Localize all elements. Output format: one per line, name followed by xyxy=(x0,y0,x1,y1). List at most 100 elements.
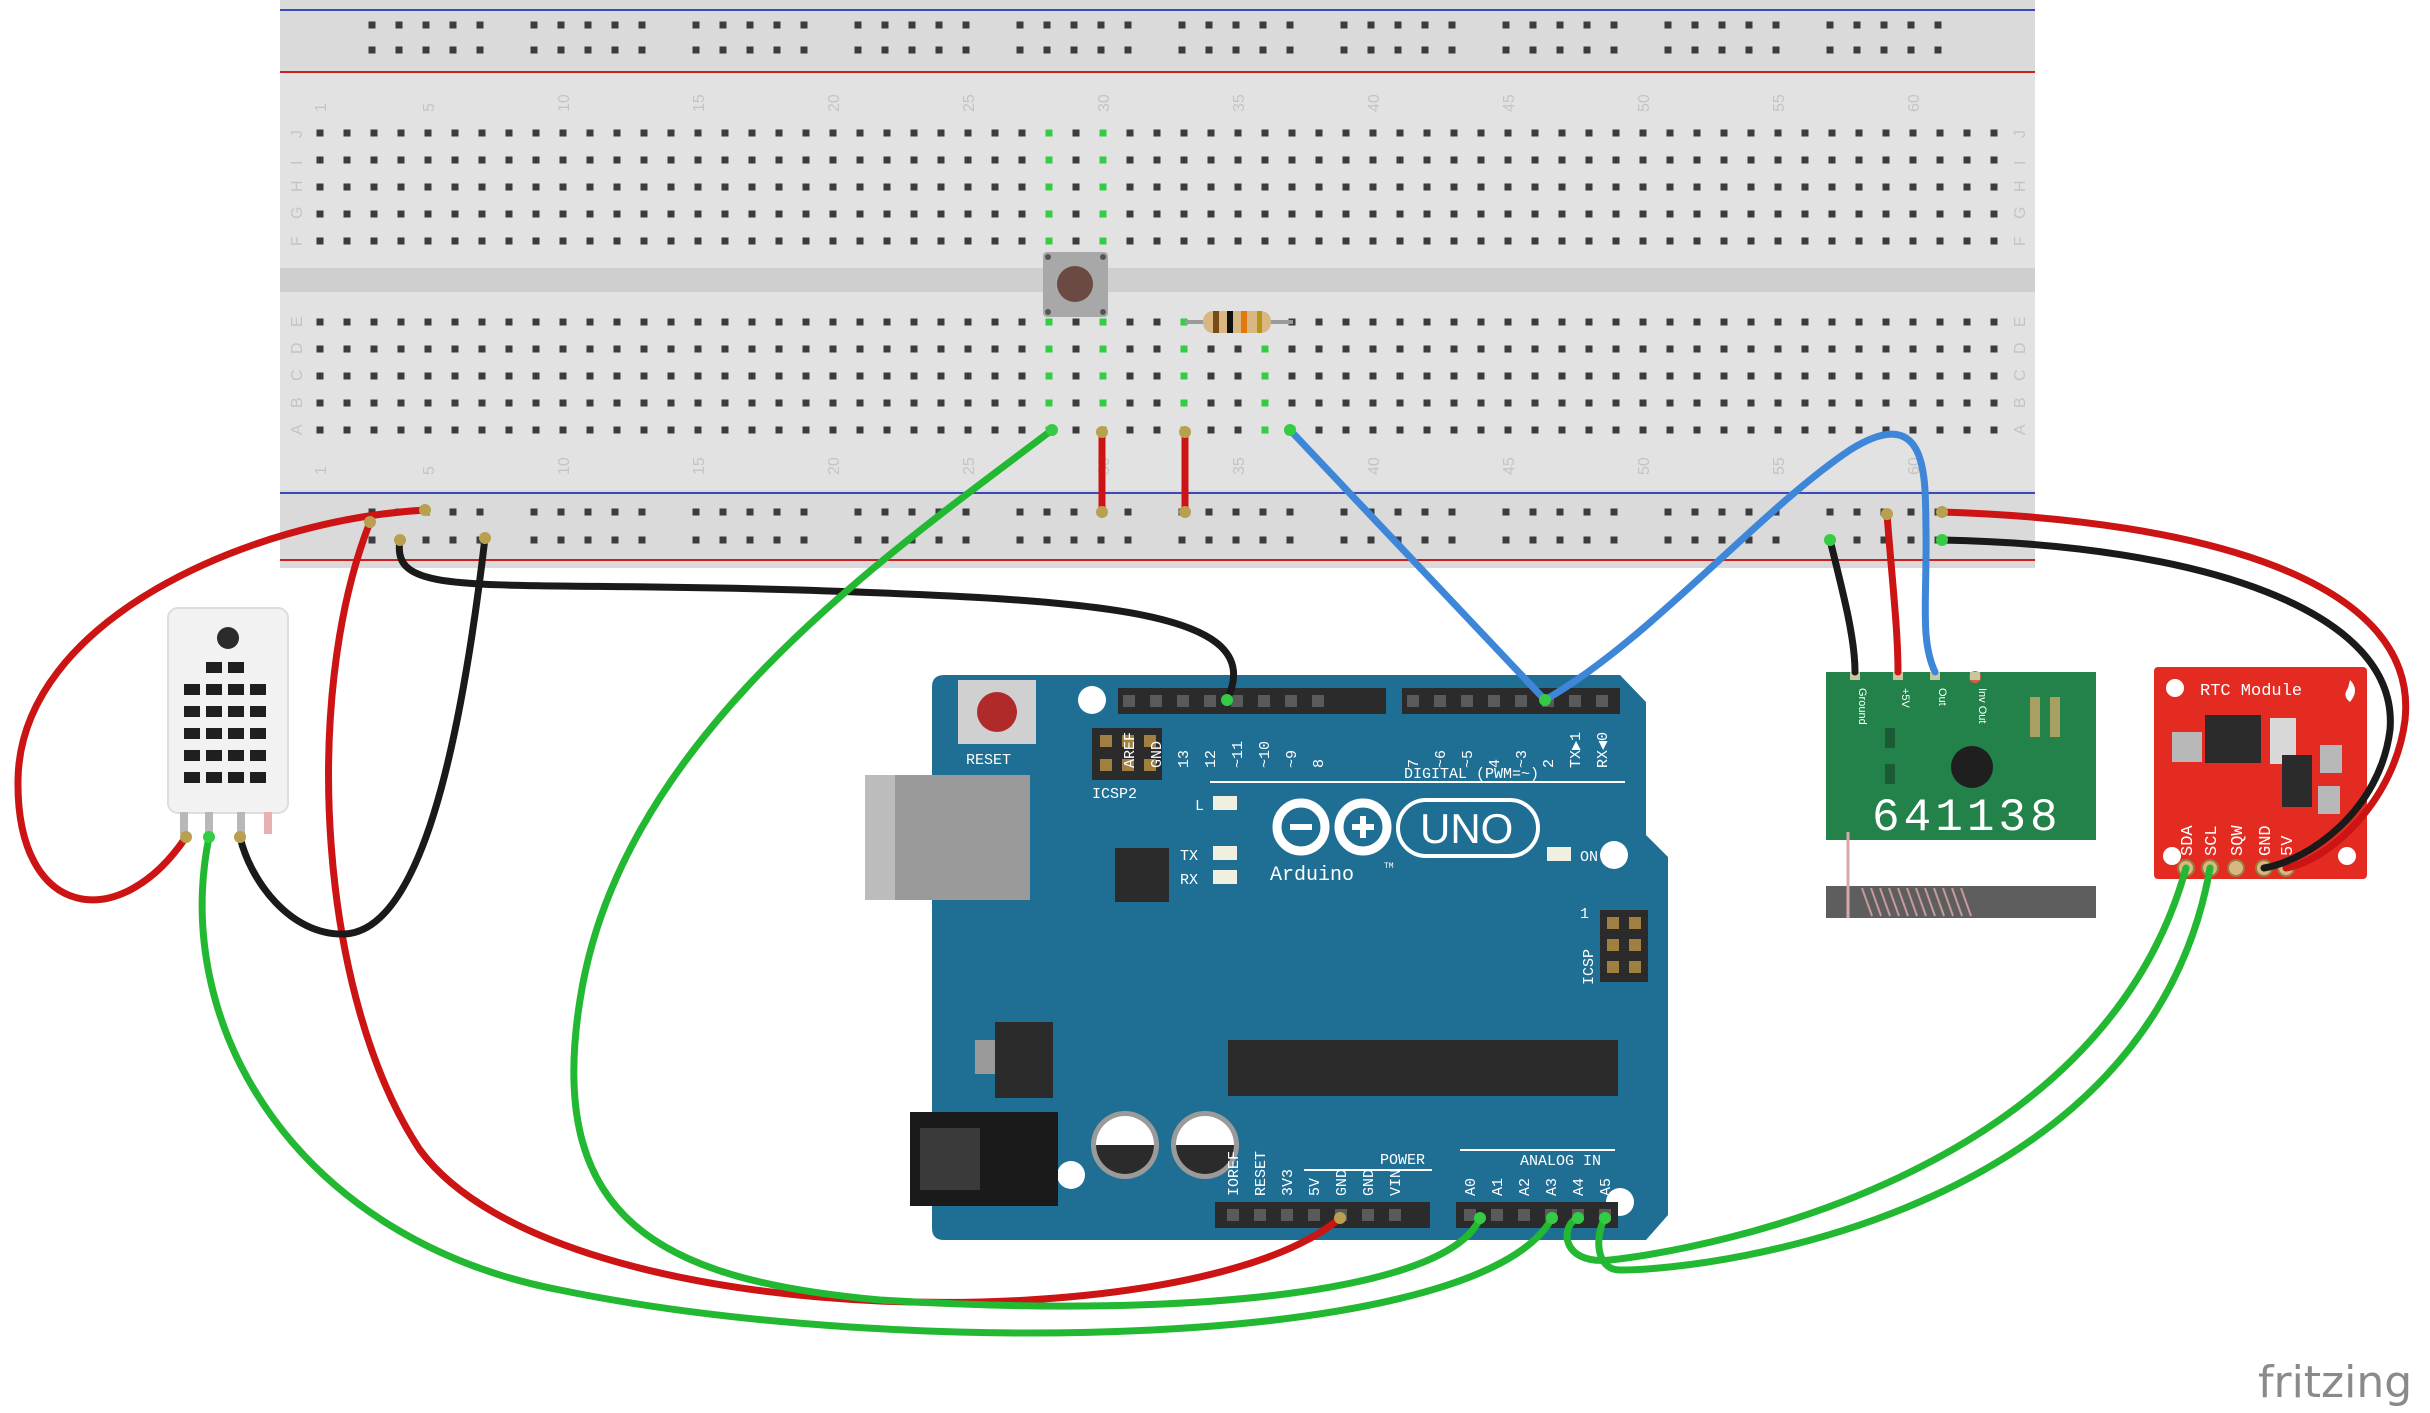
breadboard-hole xyxy=(640,426,648,434)
dht-slot xyxy=(250,684,266,695)
rail-hole xyxy=(449,508,457,516)
breadboard-hole xyxy=(694,129,702,137)
led-rx xyxy=(1213,870,1237,884)
breadboard-hole xyxy=(1018,210,1026,218)
wire-endpoint xyxy=(1284,424,1296,436)
rail-hole xyxy=(1826,21,1834,29)
rail-hole xyxy=(1691,536,1699,544)
breadboard-hole xyxy=(1801,210,1809,218)
rail-hole xyxy=(1421,21,1429,29)
breadboard-hole xyxy=(775,372,783,380)
column-number: 40 xyxy=(1366,94,1383,112)
breadboard-hole xyxy=(1396,372,1404,380)
breadboard-hole xyxy=(1477,210,1485,218)
rail-hole xyxy=(1529,536,1537,544)
power-pin-label: 5V xyxy=(1307,1178,1324,1196)
breadboard-hole xyxy=(1639,318,1647,326)
breadboard-hole xyxy=(586,399,594,407)
breadboard-hole xyxy=(1585,129,1593,137)
breadboard-hole xyxy=(1450,399,1458,407)
breadboard-hole xyxy=(1666,318,1674,326)
rtc-pin xyxy=(2227,859,2245,877)
breadboard-hole xyxy=(1423,183,1431,191)
breadboard-hole xyxy=(1720,237,1728,245)
connected-hole xyxy=(1045,318,1053,326)
center-channel xyxy=(280,268,2035,292)
breadboard-hole xyxy=(586,318,594,326)
rail-hole xyxy=(1745,508,1753,516)
atmega-chip xyxy=(1228,1040,1618,1096)
power-pin-label: VIN xyxy=(1388,1169,1405,1196)
breadboard-hole xyxy=(1450,426,1458,434)
rf-coil-line xyxy=(1924,887,1936,917)
breadboard-hole xyxy=(937,183,945,191)
column-number: 55 xyxy=(1771,94,1788,112)
breadboard-hole xyxy=(1531,426,1539,434)
rail-hole xyxy=(1448,46,1456,54)
breadboard-hole xyxy=(856,156,864,164)
breadboard-hole xyxy=(1828,345,1836,353)
icsp2-pin xyxy=(1100,735,1112,747)
breadboard-hole xyxy=(1396,129,1404,137)
rail-hole xyxy=(692,536,700,544)
row-letter: C xyxy=(2012,369,2029,381)
breadboard-hole xyxy=(505,210,513,218)
mounting-hole xyxy=(1078,686,1106,714)
rail-hole xyxy=(584,508,592,516)
rtc-hole xyxy=(2338,847,2356,865)
breadboard-hole xyxy=(1126,237,1134,245)
power-header-label: POWER xyxy=(1380,1152,1425,1169)
connected-hole xyxy=(1045,372,1053,380)
rail-hole xyxy=(1178,46,1186,54)
rail-hole xyxy=(1556,46,1564,54)
breadboard-hole xyxy=(802,318,810,326)
breadboard-hole xyxy=(1612,399,1620,407)
breadboard-hole xyxy=(1855,156,1863,164)
breadboard-hole xyxy=(1666,399,1674,407)
rail-hole xyxy=(881,21,889,29)
rail-hole xyxy=(1853,508,1861,516)
breadboard-hole xyxy=(1909,156,1917,164)
breadboard-hole xyxy=(559,210,567,218)
rail-hole xyxy=(908,508,916,516)
sparkfun-flame-icon xyxy=(2345,680,2355,702)
column-number: 50 xyxy=(1636,457,1653,475)
rail-hole xyxy=(1286,21,1294,29)
breadboard-hole xyxy=(802,426,810,434)
dht-slot xyxy=(184,684,200,695)
breadboard-hole xyxy=(559,237,567,245)
breadboard-hole xyxy=(1774,345,1782,353)
breadboard-hole xyxy=(1531,237,1539,245)
connected-hole xyxy=(1099,156,1107,164)
breadboard-hole xyxy=(964,183,972,191)
breadboard-hole xyxy=(1828,237,1836,245)
wire-red-rtc-vcc xyxy=(1938,508,2410,872)
rail-hole xyxy=(476,21,484,29)
breadboard-hole xyxy=(1018,156,1026,164)
breadboard-hole xyxy=(1639,210,1647,218)
power-pin-label: GND xyxy=(1334,1169,1351,1196)
breadboard-hole xyxy=(694,426,702,434)
icsp2-label: ICSP2 xyxy=(1092,786,1137,803)
breadboard-hole xyxy=(1531,399,1539,407)
rail-hole xyxy=(1043,46,1051,54)
breadboard-hole xyxy=(829,426,837,434)
breadboard-hole xyxy=(343,129,351,137)
breadboard-hole xyxy=(1747,426,1755,434)
breadboard-hole xyxy=(694,156,702,164)
breadboard-hole xyxy=(1477,183,1485,191)
breadboard-hole xyxy=(721,210,729,218)
breadboard-hole xyxy=(1558,345,1566,353)
dht-slot xyxy=(250,750,266,761)
breadboard-hole xyxy=(802,399,810,407)
breadboard-hole xyxy=(802,372,810,380)
rail-hole xyxy=(638,508,646,516)
icsp2-pins xyxy=(1100,735,1156,771)
breadboard-hole xyxy=(1612,345,1620,353)
rail-hole xyxy=(962,536,970,544)
breadboard-hole xyxy=(1936,183,1944,191)
rail-hole xyxy=(449,536,457,544)
digital-pin-label: 13 xyxy=(1176,750,1193,768)
breadboard-hole xyxy=(964,318,972,326)
rail-hole xyxy=(1421,536,1429,544)
